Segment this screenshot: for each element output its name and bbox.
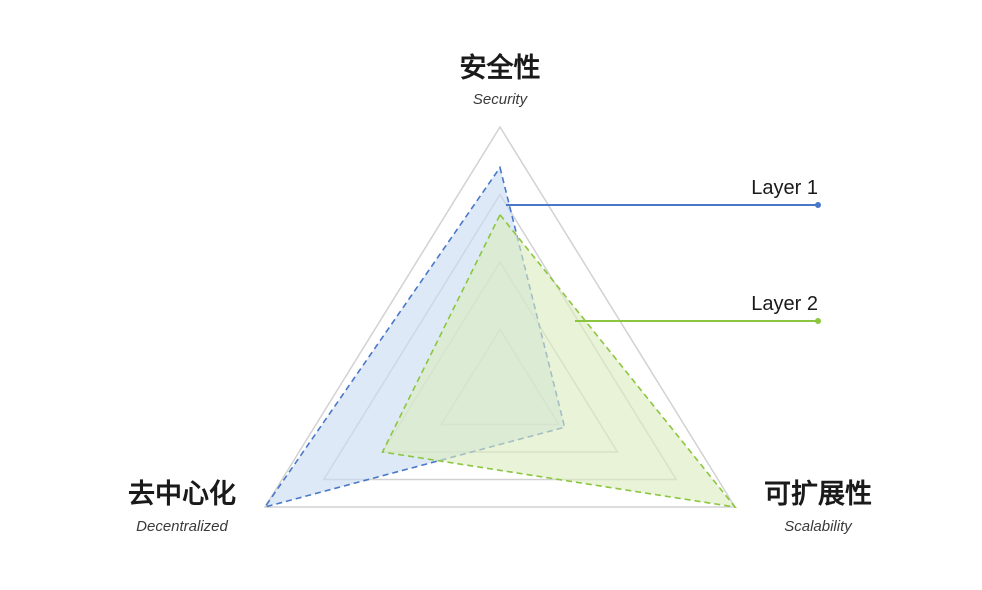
legend-label-1: Layer 1 bbox=[751, 177, 818, 199]
axis-subtitle-scalability: Scalability bbox=[784, 518, 853, 535]
series-area-2 bbox=[381, 213, 737, 509]
axis-title-security: 安全性 bbox=[460, 52, 541, 84]
axis-label-security: 安全性 Security bbox=[460, 52, 541, 108]
legend-label-2: Layer 2 bbox=[751, 293, 818, 315]
axis-subtitle-security: Security bbox=[473, 91, 529, 108]
legend-dot-2 bbox=[815, 318, 821, 324]
legend: Layer 1 Layer 2 bbox=[506, 177, 821, 324]
axis-title-decentralization: 去中心化 bbox=[128, 479, 236, 510]
radar-series bbox=[263, 165, 737, 509]
axis-label-scalability: 可扩展性 Scalability bbox=[764, 479, 872, 535]
grid-ring-4 bbox=[263, 125, 737, 508]
axis-subtitle-decentralization: Decentralized bbox=[136, 518, 228, 535]
legend-dot-1 bbox=[815, 202, 821, 208]
axis-title-scalability: 可扩展性 bbox=[764, 479, 872, 510]
axis-label-decentralization: 去中心化 Decentralized bbox=[128, 479, 236, 535]
